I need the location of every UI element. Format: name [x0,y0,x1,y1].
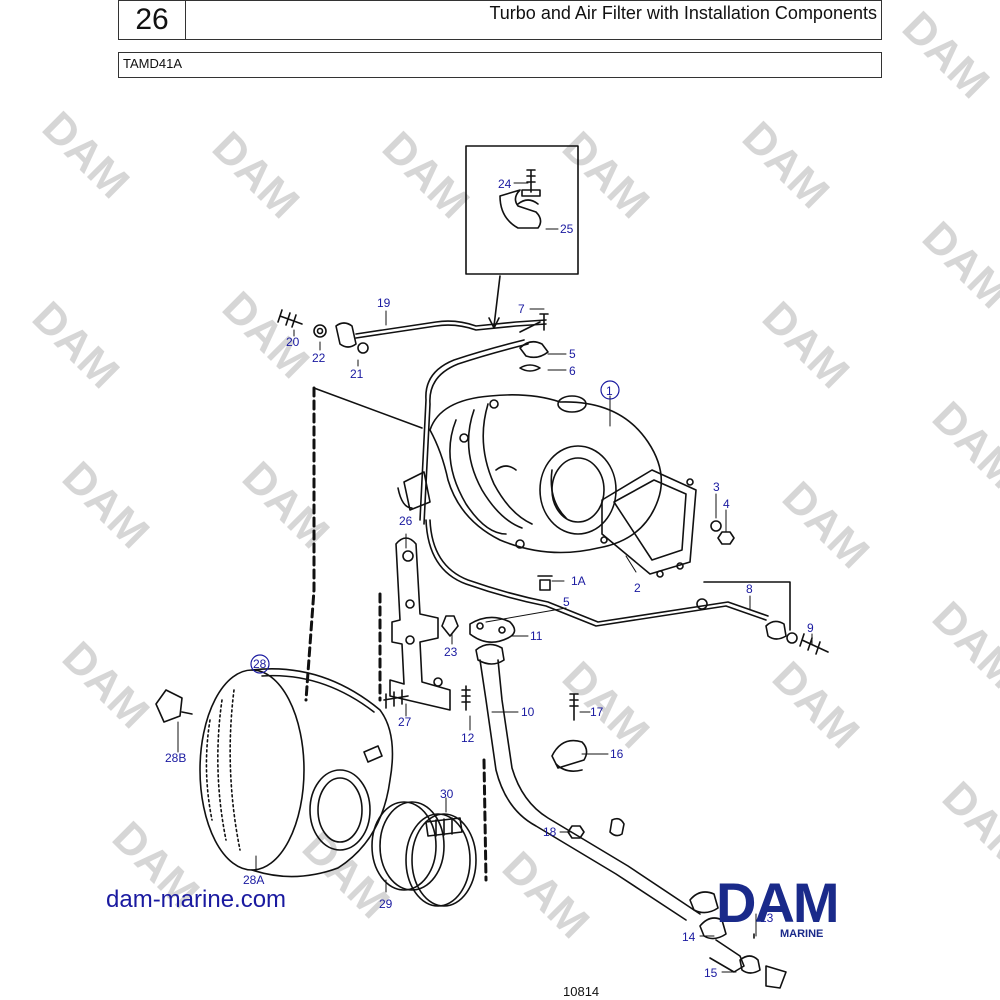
callout-18: 18 [543,825,557,839]
callout-30: 30 [440,787,454,801]
callout-7: 7 [518,302,525,316]
callout-6: 6 [569,364,576,378]
hose-29-clamp-30 [371,801,477,907]
washer-3 [710,520,722,532]
watermark: DAM [553,122,659,228]
callout-12: 12 [461,731,475,745]
knob-28b [155,689,193,723]
logo-subtext: MARINE [780,928,824,940]
hose-connector-13-14-15 [689,891,787,989]
inset-detail-box [465,145,579,275]
bolt-17 [569,693,579,721]
watermark: DAM [763,652,869,758]
callout-28a: 28A [243,873,264,887]
watermark: DAM [923,392,1000,498]
logo-text: DAM [716,871,840,934]
callout-10: 10 [521,705,535,719]
clamp-16 [551,693,588,839]
callout-16: 16 [610,747,624,761]
callout-29: 29 [379,897,393,911]
watermark: DAM [233,452,339,558]
callout-4: 4 [723,497,730,511]
callout-5-top: 5 [569,347,576,361]
dam-marine-logo: DAM MARINE [716,871,896,944]
callout-labels: 24 25 19 7 20 22 21 5 6 1 3 4 26 1A 2 8 … [165,177,814,980]
callout-22: 22 [312,351,326,365]
callout-26: 26 [399,514,413,528]
callout-19: 19 [377,296,391,310]
callout-28-circle [250,654,270,674]
callout-3: 3 [713,480,720,494]
bolt-12 [461,685,471,711]
callout-28b: 28B [165,751,186,765]
callout-25: 25 [560,222,574,236]
callout-23: 23 [444,645,458,659]
turbocharger [397,394,697,578]
watermark: DAM [913,212,1000,318]
watermark: DAM [53,452,159,558]
leader-lines [177,182,813,973]
watermark-layer: DAM DAM DAM DAM DAM DAM DAM DAM DAM DAM … [23,2,1000,948]
callout-8: 8 [746,582,753,596]
watermark: DAM [923,592,1000,698]
callout-24: 24 [498,177,512,191]
nut-23 [441,615,459,637]
callout-20: 20 [286,335,300,349]
callout-5-bottom: 5 [563,595,570,609]
watermark: DAM [373,122,479,228]
callout-11: 11 [530,629,543,643]
inset-leader-line [493,275,501,327]
callout-13: 13 [760,911,774,925]
page-number: 26 [119,1,186,39]
air-filter-28a [199,668,394,878]
website-link[interactable]: dam-marine.com [106,886,287,913]
header-title-row: 26 Turbo and Air Filter with Installatio… [118,0,882,40]
callout-1: 1 [606,384,613,398]
callout-15: 15 [704,966,718,980]
watermark: DAM [893,2,999,108]
callout-17: 17 [590,705,604,719]
oil-drain-pipe-10 [461,616,701,921]
callout-1-circle [600,380,620,400]
watermark: DAM [203,122,309,228]
watermark: DAM [773,472,879,578]
watermark: DAM [23,292,129,398]
watermark: DAM [33,102,139,208]
watermark: DAM [553,652,659,758]
watermark: DAM [733,112,839,218]
callout-27: 27 [398,715,412,729]
nut-4 [717,531,735,545]
watermark: DAM [933,772,1000,878]
callout-2: 2 [634,581,641,595]
watermark: DAM [213,282,319,388]
page-title: Turbo and Air Filter with Installation C… [489,3,877,23]
oil-return-pipe-5 [425,519,829,655]
callout-9: 9 [807,621,814,635]
watermark: DAM [53,632,159,738]
watermark: DAM [753,292,859,398]
engine-model: TAMD41A [123,56,182,71]
header-model-row: TAMD41A [118,52,882,78]
bracket-26 [383,537,459,711]
callout-21: 21 [350,367,364,381]
callout-28: 28 [253,657,267,671]
oil-pipe-19 [277,309,549,525]
filter-group-outline [304,386,316,702]
plug-1a [537,575,553,591]
watermark: DAM [493,842,599,948]
callout-1a: 1A [571,574,586,588]
callout-14: 14 [682,930,696,944]
figure-number: 10814 [563,984,600,999]
